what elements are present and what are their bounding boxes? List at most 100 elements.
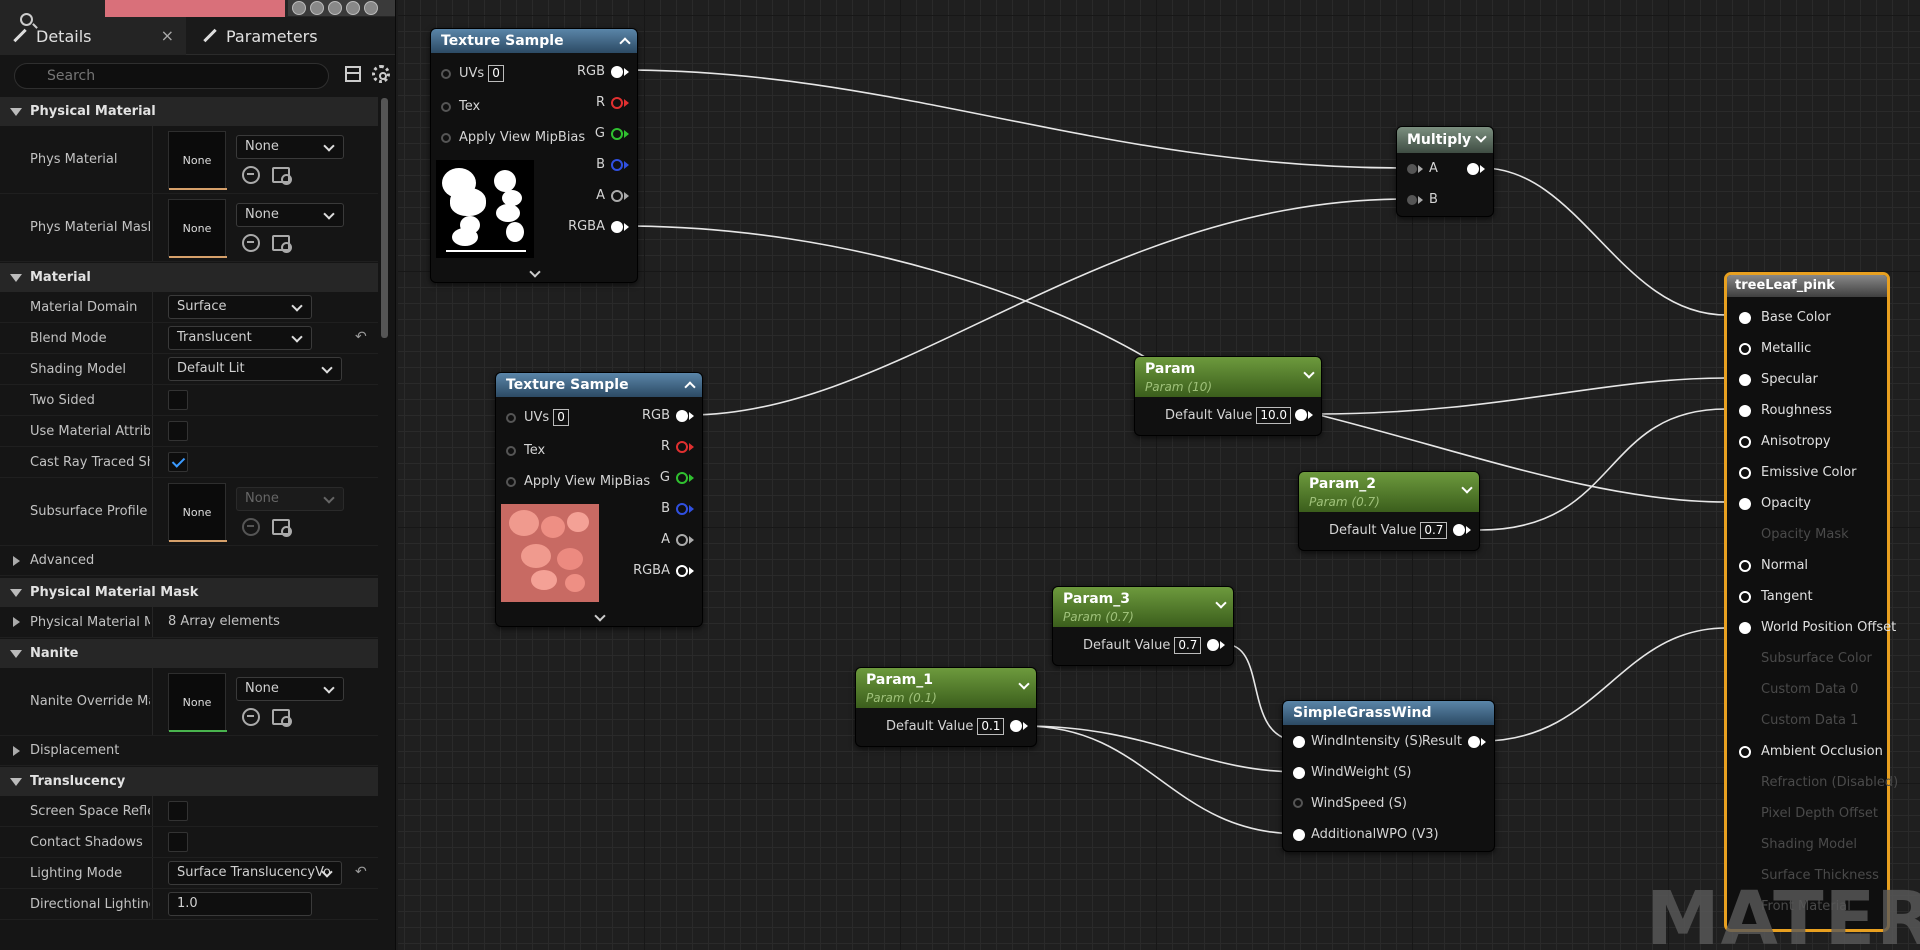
input-pin-wind-intensity[interactable]	[1293, 736, 1305, 748]
reset-to-default-icon[interactable]: ↶	[355, 864, 367, 880]
cast-ray-traced-shadows-checkbox[interactable]	[168, 452, 188, 472]
output-pin-g[interactable]	[611, 128, 623, 140]
input-pin-mipbias[interactable]	[441, 133, 451, 143]
chevron-down-icon[interactable]	[1461, 482, 1473, 494]
browse-folder-icon[interactable]	[272, 709, 292, 727]
chevron-up-icon[interactable]	[684, 381, 696, 393]
lighting-mode-dropdown[interactable]: Surface TranslucencyVo	[168, 861, 342, 885]
use-selected-icon[interactable]	[242, 708, 260, 726]
output-pin-b[interactable]	[676, 503, 688, 515]
input-pin-additional-wpo[interactable]	[1293, 829, 1305, 841]
input-pin-uvs[interactable]	[441, 69, 451, 79]
output-pin-a[interactable]	[611, 190, 623, 202]
input-pin-uvs[interactable]	[506, 413, 516, 423]
node-multiply[interactable]: Multiply A B	[1396, 126, 1494, 217]
input-pin-wind-speed[interactable]	[1293, 798, 1303, 808]
uvs-value[interactable]: 0	[553, 409, 569, 426]
asset-picker-dropdown[interactable]: None	[236, 203, 344, 227]
asset-picker-dropdown[interactable]: None	[236, 487, 344, 511]
browse-folder-icon[interactable]	[272, 167, 292, 185]
blend-mode-dropdown[interactable]: Translucent	[168, 326, 312, 350]
chevron-right-icon[interactable]	[13, 617, 20, 627]
output-pin-rgb[interactable]	[676, 410, 688, 422]
section-physical-material-mask[interactable]: Physical Material Mask	[0, 577, 378, 607]
material-domain-dropdown[interactable]: Surface	[168, 295, 312, 319]
default-value-field[interactable]: 0.7	[1420, 522, 1448, 539]
asset-thumbnail[interactable]: None	[168, 199, 227, 258]
row-displacement[interactable]: Displacement	[0, 736, 378, 766]
asset-thumbnail[interactable]: None	[168, 483, 227, 542]
output-pin[interactable]	[1010, 720, 1022, 732]
output-pin-r[interactable]	[611, 97, 623, 109]
chevron-down-icon[interactable]	[1215, 597, 1227, 609]
chevron-down-icon[interactable]	[1475, 131, 1487, 143]
node-simple-grass-wind[interactable]: SimpleGrassWind WindIntensity (S) WindWe…	[1282, 700, 1495, 852]
output-pin[interactable]	[1207, 639, 1219, 651]
sphere-icon[interactable]	[292, 1, 306, 15]
sphere-icon[interactable]	[328, 1, 342, 15]
directional-lighting-field[interactable]: 1.0	[168, 892, 312, 916]
tab-parameters[interactable]: Parameters	[190, 17, 390, 55]
asset-picker-dropdown[interactable]: None	[236, 677, 344, 701]
reset-to-default-icon[interactable]: ↶	[355, 329, 367, 345]
chevron-down-icon[interactable]	[529, 266, 541, 278]
browse-folder-icon[interactable]	[272, 235, 292, 253]
use-selected-icon[interactable]	[242, 234, 260, 252]
sphere-icon[interactable]	[346, 1, 360, 15]
input-pin-mipbias[interactable]	[506, 477, 516, 487]
asset-picker-dropdown[interactable]: None	[236, 135, 344, 159]
gear-icon[interactable]	[372, 65, 390, 83]
chevron-down-icon[interactable]	[1018, 678, 1030, 690]
row-advanced[interactable]: Advanced	[0, 546, 378, 576]
sphere-icon[interactable]	[310, 1, 324, 15]
default-value-field[interactable]: 0.1	[977, 718, 1005, 735]
node-header[interactable]: Texture Sample	[431, 29, 637, 53]
output-pin-b[interactable]	[611, 159, 623, 171]
output-pin-g[interactable]	[676, 472, 688, 484]
close-icon[interactable]: ×	[160, 26, 174, 45]
input-pin-b[interactable]	[1407, 195, 1417, 205]
chevron-up-icon[interactable]	[619, 37, 631, 49]
node-header[interactable]: SimpleGrassWind	[1283, 701, 1494, 725]
node-header[interactable]: Texture Sample	[496, 373, 702, 397]
section-translucency[interactable]: Translucency	[0, 766, 378, 796]
uvs-value[interactable]: 0	[488, 65, 504, 82]
chevron-down-icon[interactable]	[594, 610, 606, 622]
use-material-attributes-checkbox[interactable]	[168, 421, 188, 441]
ss-reflections-checkbox[interactable]	[168, 801, 188, 821]
output-pin[interactable]	[1453, 524, 1465, 536]
input-pin-tex[interactable]	[441, 102, 451, 112]
input-pin-tex[interactable]	[506, 446, 516, 456]
section-material[interactable]: Material	[0, 262, 378, 292]
input-pin-wind-weight[interactable]	[1293, 767, 1305, 779]
output-pin-rgba[interactable]	[676, 565, 688, 577]
asset-thumbnail[interactable]: None	[168, 673, 227, 732]
browse-folder-icon[interactable]	[272, 519, 292, 537]
default-value-field[interactable]: 10.0	[1256, 407, 1292, 424]
section-nanite[interactable]: Nanite	[0, 638, 378, 668]
search-input[interactable]	[14, 63, 329, 89]
asset-thumbnail[interactable]: None	[168, 131, 227, 190]
two-sided-checkbox[interactable]	[168, 390, 188, 410]
output-pin[interactable]	[1467, 163, 1479, 175]
output-pin-result[interactable]	[1468, 736, 1480, 748]
output-pin[interactable]	[1295, 409, 1307, 421]
input-pin-a[interactable]	[1407, 164, 1417, 174]
node-header[interactable]: Multiply	[1397, 127, 1493, 153]
chevron-down-icon[interactable]	[1303, 367, 1315, 379]
node-material-output[interactable]: treeLeaf_pink Base Color Metallic Specul…	[1724, 272, 1898, 932]
sphere-icon[interactable]	[364, 1, 378, 15]
output-pin-rgb[interactable]	[611, 66, 623, 78]
node-header[interactable]: treeLeaf_pink	[1727, 275, 1887, 297]
use-selected-icon[interactable]	[242, 518, 260, 536]
